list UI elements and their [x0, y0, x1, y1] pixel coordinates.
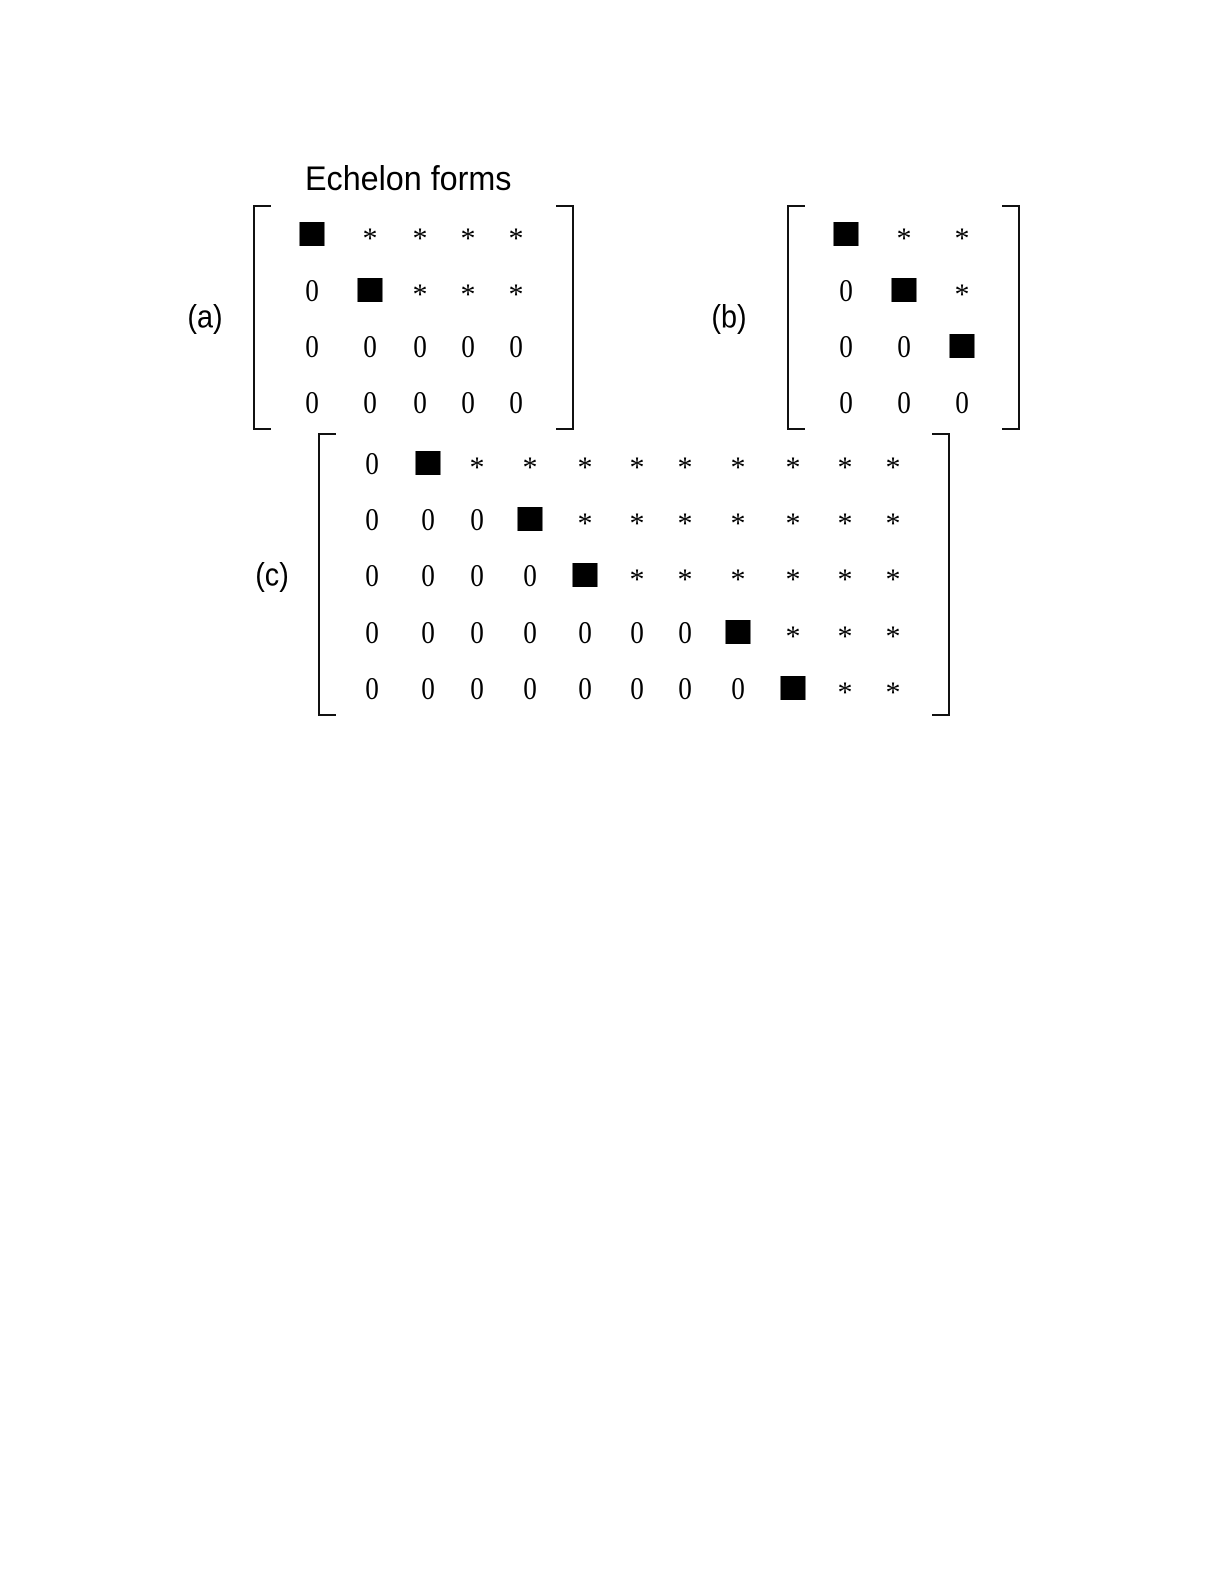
zero-entry: 0: [470, 557, 484, 593]
asterisk-entry: *: [508, 222, 524, 255]
zero-entry: 0: [897, 384, 911, 420]
asterisk-entry: *: [885, 620, 901, 653]
asterisk-entry: *: [785, 563, 801, 596]
asterisk-entry: *: [885, 451, 901, 484]
asterisk-entry: *: [954, 278, 970, 311]
zero-entry: 0: [509, 384, 523, 420]
pivot-square-icon: [780, 676, 806, 700]
asterisk-entry: *: [629, 507, 645, 540]
asterisk-entry: *: [412, 278, 428, 311]
asterisk-entry: *: [885, 563, 901, 596]
zero-entry: 0: [955, 384, 969, 420]
zero-entry: 0: [365, 557, 379, 593]
zero-entry: 0: [421, 501, 435, 537]
zero-entry: 0: [305, 272, 319, 308]
zero-entry: 0: [461, 384, 475, 420]
asterisk-entry: *: [785, 620, 801, 653]
asterisk-entry: *: [837, 507, 853, 540]
zero-entry: 0: [678, 670, 692, 706]
asterisk-entry: *: [677, 451, 693, 484]
zero-entry: 0: [839, 272, 853, 308]
matrix-label: (b): [711, 298, 747, 335]
asterisk-entry: *: [460, 278, 476, 311]
zero-entry: 0: [839, 384, 853, 420]
diagram-title: Echelon forms: [305, 160, 512, 198]
zero-entry: 0: [363, 328, 377, 364]
pivot-square-icon: [572, 563, 598, 587]
asterisk-entry: *: [837, 563, 853, 596]
asterisk-entry: *: [837, 620, 853, 653]
zero-entry: 0: [523, 614, 537, 650]
asterisk-entry: *: [508, 278, 524, 311]
pivot-square-icon: [949, 334, 975, 358]
zero-entry: 0: [365, 501, 379, 537]
asterisk-entry: *: [885, 507, 901, 540]
zero-entry: 0: [578, 614, 592, 650]
asterisk-entry: *: [954, 222, 970, 255]
zero-entry: 0: [470, 670, 484, 706]
zero-entry: 0: [461, 328, 475, 364]
zero-entry: 0: [509, 328, 523, 364]
asterisk-entry: *: [577, 507, 593, 540]
zero-entry: 0: [305, 384, 319, 420]
asterisk-entry: *: [460, 222, 476, 255]
zero-entry: 0: [523, 670, 537, 706]
right-bracket: [556, 205, 574, 430]
asterisk-entry: *: [885, 676, 901, 709]
asterisk-entry: *: [362, 222, 378, 255]
asterisk-entry: *: [730, 507, 746, 540]
zero-entry: 0: [365, 670, 379, 706]
asterisk-entry: *: [469, 451, 485, 484]
pivot-square-icon: [891, 278, 917, 302]
zero-entry: 0: [678, 614, 692, 650]
zero-entry: 0: [365, 445, 379, 481]
asterisk-entry: *: [577, 451, 593, 484]
zero-entry: 0: [363, 384, 377, 420]
right-bracket: [932, 433, 950, 716]
asterisk-entry: *: [896, 222, 912, 255]
zero-entry: 0: [630, 670, 644, 706]
asterisk-entry: *: [785, 507, 801, 540]
asterisk-entry: *: [730, 451, 746, 484]
left-bracket: [253, 205, 271, 430]
asterisk-entry: *: [837, 676, 853, 709]
zero-entry: 0: [421, 670, 435, 706]
asterisk-entry: *: [677, 563, 693, 596]
asterisk-entry: *: [412, 222, 428, 255]
pivot-square-icon: [833, 222, 859, 246]
pivot-square-icon: [725, 620, 751, 644]
asterisk-entry: *: [785, 451, 801, 484]
zero-entry: 0: [413, 384, 427, 420]
zero-entry: 0: [421, 614, 435, 650]
zero-entry: 0: [365, 614, 379, 650]
zero-entry: 0: [470, 501, 484, 537]
zero-entry: 0: [897, 328, 911, 364]
zero-entry: 0: [421, 557, 435, 593]
pivot-square-icon: [299, 222, 325, 246]
left-bracket: [787, 205, 805, 430]
pivot-square-icon: [415, 451, 441, 475]
left-bracket: [318, 433, 336, 716]
zero-entry: 0: [630, 614, 644, 650]
right-bracket: [1002, 205, 1020, 430]
matrix-label: (c): [255, 556, 289, 593]
zero-entry: 0: [839, 328, 853, 364]
pivot-square-icon: [517, 507, 543, 531]
zero-entry: 0: [523, 557, 537, 593]
matrix-label: (a): [187, 298, 223, 335]
zero-entry: 0: [413, 328, 427, 364]
asterisk-entry: *: [629, 451, 645, 484]
asterisk-entry: *: [730, 563, 746, 596]
asterisk-entry: *: [677, 507, 693, 540]
zero-entry: 0: [731, 670, 745, 706]
zero-entry: 0: [578, 670, 592, 706]
zero-entry: 0: [305, 328, 319, 364]
asterisk-entry: *: [837, 451, 853, 484]
zero-entry: 0: [470, 614, 484, 650]
asterisk-entry: *: [629, 563, 645, 596]
asterisk-entry: *: [522, 451, 538, 484]
pivot-square-icon: [357, 278, 383, 302]
